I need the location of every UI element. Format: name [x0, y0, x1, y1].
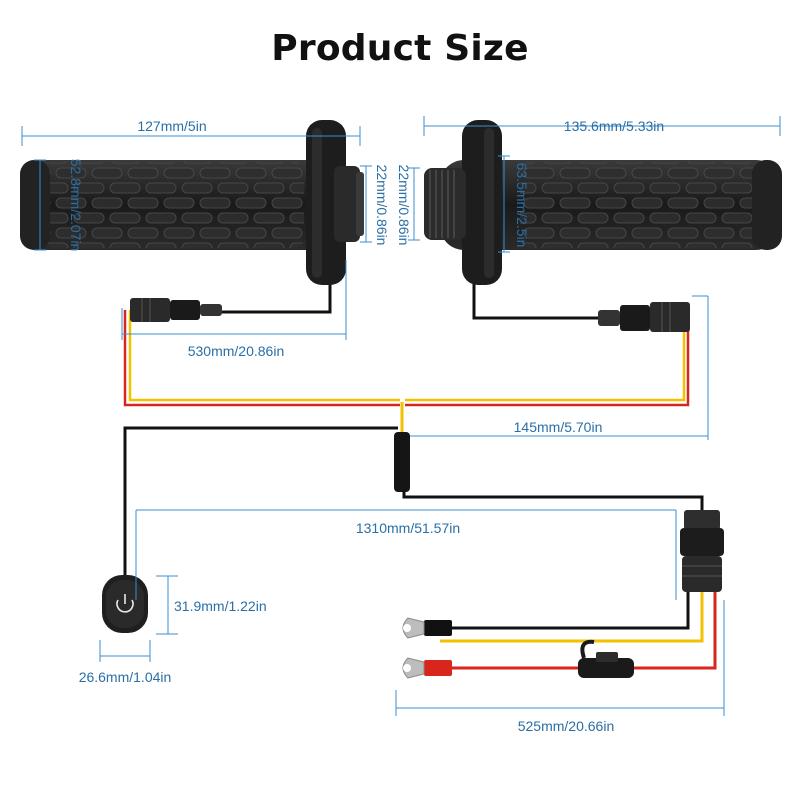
left-cable-label: 530mm/20.86in — [188, 343, 285, 359]
switch-width-label: 26.6mm/1.04in — [79, 669, 172, 685]
page-title: Product Size — [271, 28, 529, 69]
main-cable-label: 1310mm/51.57in — [356, 520, 460, 536]
left-grip-diameter-label: 52.8mm/2.07in — [68, 159, 84, 252]
junction-sleeve — [394, 432, 410, 492]
right-grip-diameter-label: 63.5mm/2.5in — [514, 163, 530, 248]
main-connector-icon — [680, 510, 724, 592]
fuse-icon — [578, 639, 634, 678]
ring-terminal-black-icon — [402, 617, 452, 639]
power-cable-label: 525mm/20.66in — [518, 718, 615, 734]
right-grip-connector-icon — [598, 302, 690, 332]
switch-height-label: 31.9mm/1.22in — [174, 598, 267, 614]
right-grip — [424, 120, 782, 285]
right-grip-length-label: 135.6mm/5.33in — [564, 118, 664, 134]
left-grip — [20, 120, 364, 285]
right-cable-label: 145mm/5.70in — [514, 419, 603, 435]
dimension-lines — [21, 116, 781, 716]
right-throttle-diameter-label: 22mm/0.86in — [396, 165, 412, 246]
left-grip-connector-icon — [130, 298, 222, 322]
ring-terminal-red-icon — [402, 657, 452, 679]
dimension-labels: 127mm/5in 52.8mm/2.07in 22mm/0.86in 22mm… — [68, 118, 664, 734]
wiring — [123, 270, 717, 670]
left-grip-length-label: 127mm/5in — [137, 118, 206, 134]
heat-switch — [102, 575, 148, 633]
power-icon — [116, 594, 134, 613]
left-throttle-diameter-label: 22mm/0.86in — [374, 165, 390, 246]
